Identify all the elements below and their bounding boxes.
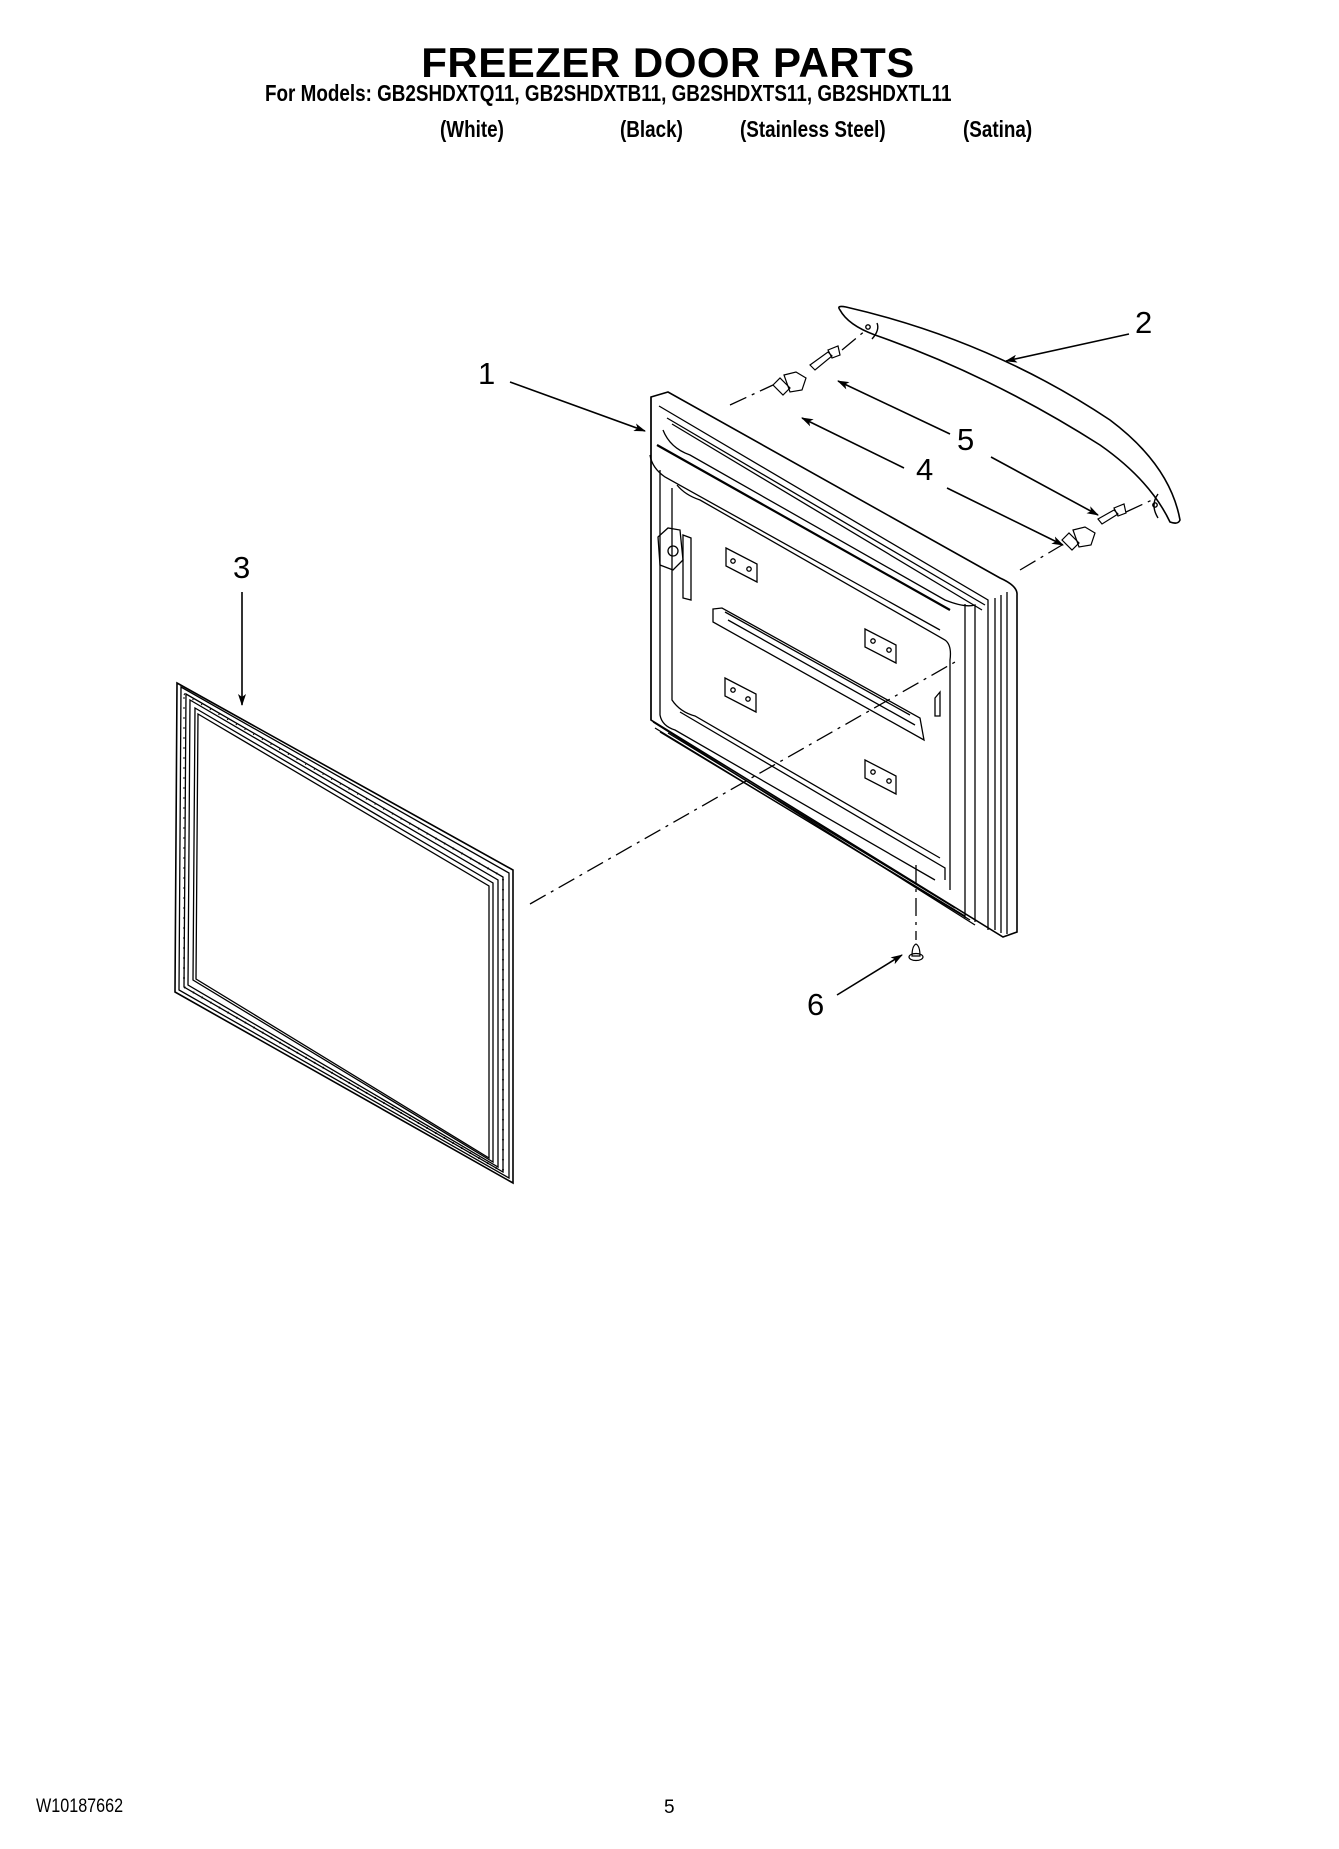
models-text: For Models: GB2SHDXTQ11, GB2SHDXTB11, GB… bbox=[265, 80, 952, 106]
fasteners-drawing bbox=[772, 345, 1127, 962]
models-line: For Models: GB2SHDXTQ11, GB2SHDXTB11, GB… bbox=[265, 80, 1071, 106]
callout-5: 5 bbox=[957, 422, 975, 457]
page-number: 5 bbox=[664, 1797, 675, 1818]
color-label-black: (Black) bbox=[620, 116, 683, 142]
color-label-stainless: (Stainless Steel) bbox=[740, 116, 886, 142]
color-label-white: (White) bbox=[440, 116, 504, 142]
callout-6: 6 bbox=[807, 987, 825, 1022]
callout-2: 2 bbox=[1135, 305, 1153, 340]
door-gasket-drawing bbox=[174, 681, 514, 1185]
page-title: FREEZER DOOR PARTS bbox=[421, 39, 915, 86]
callout-4: 4 bbox=[916, 452, 934, 487]
color-label-satina: (Satina) bbox=[963, 116, 1033, 142]
leader-arrows bbox=[238, 333, 1130, 996]
callout-3: 3 bbox=[233, 550, 251, 585]
door-handle-drawing bbox=[838, 305, 1181, 524]
document-number: W10187662 bbox=[36, 1796, 124, 1817]
freezer-door-drawing bbox=[649, 391, 1018, 938]
callout-1: 1 bbox=[478, 356, 496, 391]
alignment-lines bbox=[529, 329, 1153, 940]
